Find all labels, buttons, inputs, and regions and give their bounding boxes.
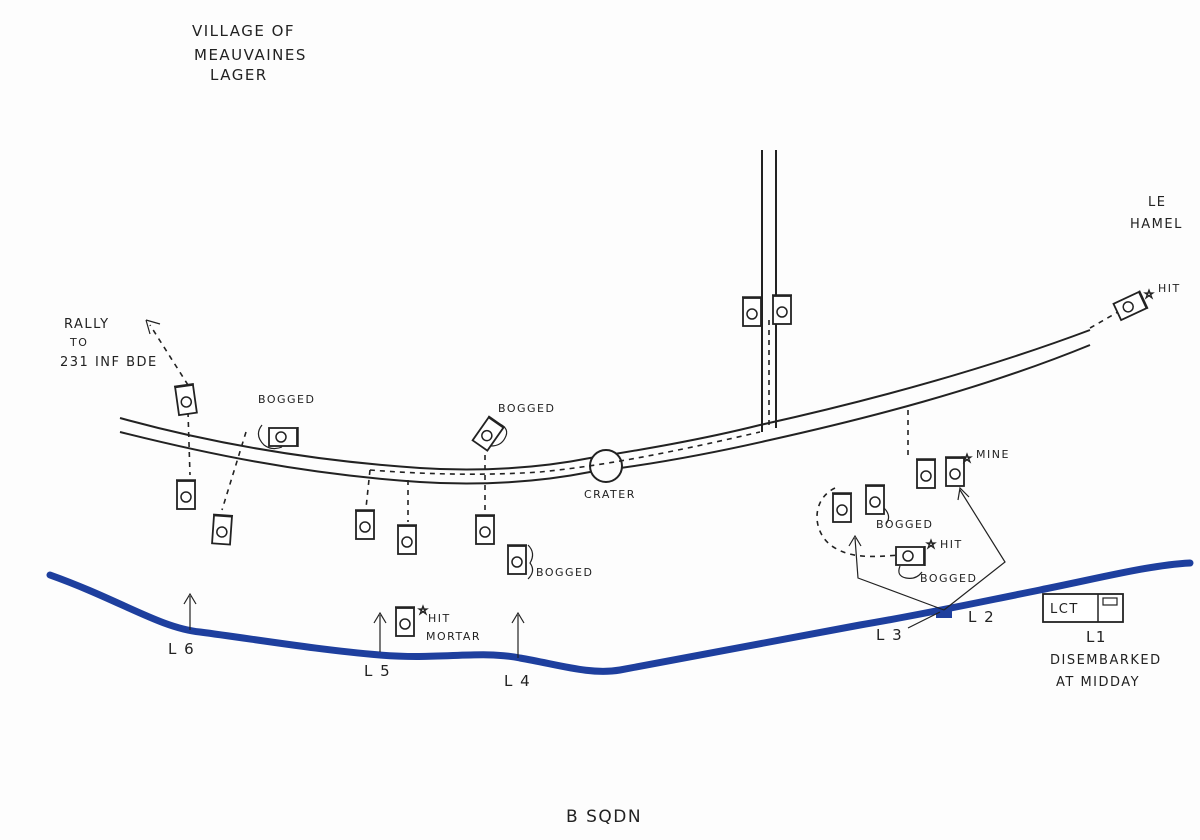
village-label-line3: LAGER bbox=[210, 66, 268, 84]
tank-icon-hit bbox=[895, 546, 926, 566]
rally-label-line3: 231 INF BDE bbox=[60, 355, 158, 370]
hit-label: HIT bbox=[1158, 282, 1181, 295]
landing-arrowhead-l6 bbox=[183, 592, 197, 605]
fan-l2-west bbox=[854, 537, 945, 611]
landing-point-l2-label: L 2 bbox=[968, 608, 995, 626]
village-label-line2: MEAUVAINES bbox=[194, 46, 307, 64]
village-label-line1: VILLAGE OF bbox=[192, 22, 295, 40]
landing-arrowhead-l5 bbox=[373, 611, 387, 624]
lct-hatch bbox=[1102, 597, 1118, 606]
landing-point-l6-label: L 6 bbox=[168, 640, 195, 658]
bogged-label: BOGGED bbox=[258, 393, 315, 406]
hit-star-icon bbox=[925, 538, 937, 550]
track-rally bbox=[149, 324, 189, 386]
tank-icon bbox=[772, 294, 792, 325]
rally-label-line2: TO bbox=[69, 336, 88, 349]
disembarked-label-line2: AT MIDDAY bbox=[1056, 675, 1140, 690]
tank-icon bbox=[173, 383, 198, 417]
tank-icon bbox=[176, 479, 196, 510]
squadron-label: B SQDN bbox=[566, 807, 642, 827]
tank-icon-bogged bbox=[507, 544, 527, 575]
bogged-mud-icon bbox=[257, 424, 283, 450]
tank-icon-mine bbox=[945, 456, 965, 487]
crater-symbol bbox=[589, 449, 623, 483]
tank-icon bbox=[211, 513, 234, 546]
le-hamel-label-line2: HAMEL bbox=[1130, 217, 1183, 232]
disembarked-label-line1: DISEMBARKED bbox=[1050, 653, 1162, 668]
bogged-mud-icon bbox=[898, 565, 923, 579]
tank-icon-bogged bbox=[471, 415, 506, 452]
shoreline bbox=[46, 559, 1194, 675]
fan-arrowhead-west bbox=[848, 534, 862, 547]
bogged-label: BOGGED bbox=[536, 566, 593, 579]
mine-label: MINE bbox=[976, 448, 1010, 461]
track-l6-b bbox=[221, 431, 247, 511]
road-lower-edge bbox=[119, 344, 1091, 485]
tank-icon bbox=[916, 458, 936, 489]
bogged-label: BOGGED bbox=[876, 518, 933, 531]
tank-icon bbox=[475, 514, 495, 545]
crater-label: CRATER bbox=[584, 488, 636, 501]
tank-icon-bogged bbox=[865, 484, 885, 515]
arrow-rally bbox=[145, 319, 161, 335]
tank-icon bbox=[397, 524, 417, 555]
landing-point-l1-label: L1 bbox=[1086, 628, 1107, 646]
landing-arrowhead-l4 bbox=[511, 611, 525, 624]
bogged-label: BOGGED bbox=[920, 572, 977, 585]
tank-icon bbox=[742, 296, 762, 327]
track-l5-a bbox=[365, 469, 371, 509]
landing-point-l3-label: L 3 bbox=[876, 626, 903, 644]
tank-icon bbox=[832, 492, 852, 523]
bogged-mud-icon bbox=[490, 423, 508, 447]
hit-star-icon bbox=[417, 604, 429, 616]
tank-icon-hit bbox=[1112, 290, 1149, 322]
bogged-mud-icon bbox=[883, 507, 890, 525]
track-l6-a bbox=[187, 411, 191, 476]
hit-star-icon bbox=[1143, 288, 1155, 300]
landing-point-l4-label: L 4 bbox=[504, 672, 531, 690]
bogged-label: BOGGED bbox=[498, 402, 555, 415]
mortar-label: MORTAR bbox=[426, 630, 481, 643]
landing-point-l5-label: L 5 bbox=[364, 662, 391, 680]
tank-icon-bogged bbox=[268, 427, 299, 447]
tank-icon bbox=[355, 509, 375, 540]
fan-arrowhead-east bbox=[957, 486, 970, 501]
road-track-line bbox=[369, 431, 761, 475]
track-hamel bbox=[1089, 311, 1119, 329]
le-hamel-label-line1: LE bbox=[1148, 195, 1166, 210]
road-upper-edge bbox=[119, 329, 1091, 471]
fan-l2-east bbox=[943, 489, 1006, 611]
rally-label-line1: RALLY bbox=[64, 317, 110, 332]
tank-icon-hit bbox=[395, 606, 415, 637]
landing-point-l2-marker bbox=[936, 608, 952, 618]
lct-symbol bbox=[1042, 593, 1124, 623]
track-loop bbox=[816, 487, 903, 558]
pointer-l3 bbox=[907, 611, 941, 629]
bogged-mud-icon bbox=[527, 544, 534, 580]
hit-label: HIT bbox=[940, 538, 963, 551]
hit-label: HIT bbox=[428, 612, 451, 625]
mine-star-icon bbox=[961, 452, 973, 464]
lct-label: LCT bbox=[1050, 602, 1079, 617]
